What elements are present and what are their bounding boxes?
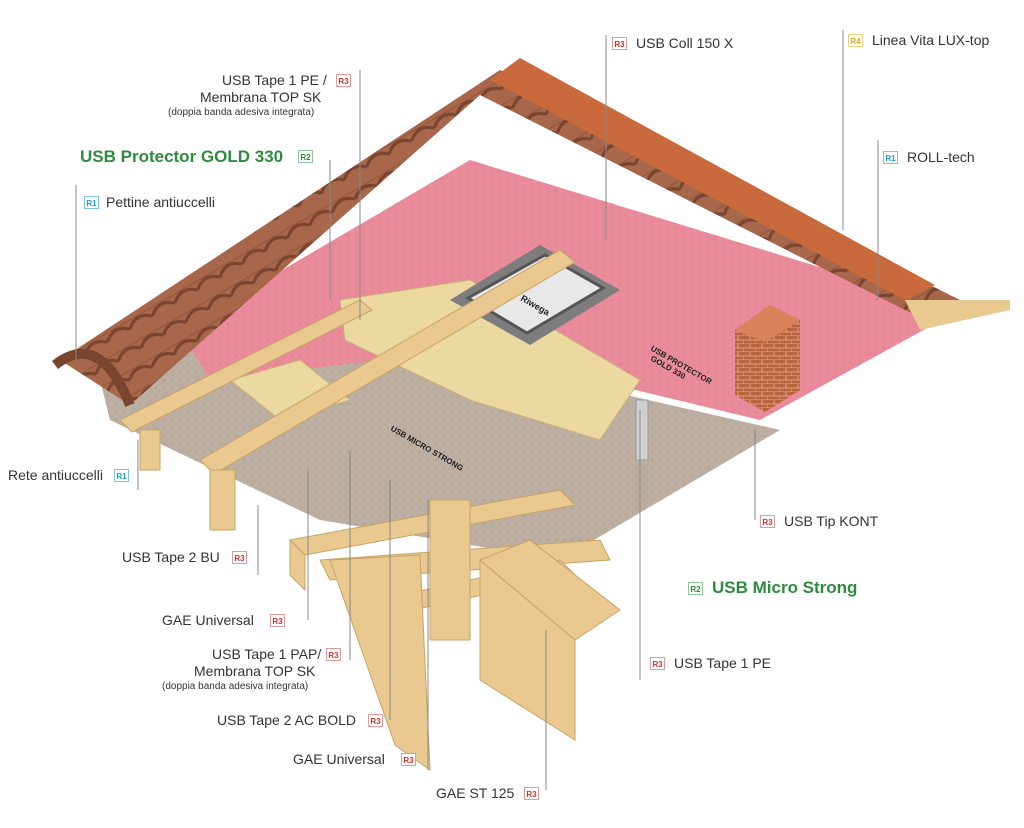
label-usb-tip-kont: USB Tip KONT — [784, 513, 879, 529]
label-gae-universal-1: GAE Universal — [162, 612, 254, 628]
label-usb-tape1-pe-top-2: Membrana TOP SK — [200, 89, 322, 105]
badge-r2: R2 — [298, 150, 313, 163]
label-gae-universal-2: GAE Universal — [293, 751, 385, 767]
insulation-block — [339, 279, 641, 441]
label-usb-tape1-pap-1: USB Tape 1 PAP/ — [212, 646, 322, 662]
badge-r3: R3 — [232, 551, 247, 564]
label-usb-tape2-ac: USB Tape 2 AC BOLD — [217, 712, 357, 728]
badge-r2: R2 — [688, 582, 703, 595]
leader-lines — [75, 30, 879, 790]
eave-board — [905, 300, 1010, 330]
badge-r3: R3 — [401, 753, 416, 766]
skylight — [464, 253, 606, 335]
label-usb-coll: USB Coll 150 X — [636, 35, 734, 51]
ridge-tiles — [490, 58, 935, 300]
badge-r3: R3 — [650, 657, 665, 670]
chimney-top — [735, 305, 800, 342]
label-gae-st: GAE ST 125 — [436, 785, 515, 801]
timber-beams — [119, 249, 621, 772]
label-usb-tape2-bu: USB Tape 2 BU — [122, 549, 220, 565]
badge-r3: R3 — [336, 74, 351, 87]
badge-r1: R1 — [84, 196, 99, 209]
badge-r3: R3 — [760, 515, 775, 528]
badge-r3: R3 — [326, 648, 341, 661]
badge-r3: R3 — [612, 37, 627, 50]
label-usb-tape1-pe: USB Tape 1 PE — [674, 655, 772, 671]
label-usb-tape1-pe-top-1: USB Tape 1 PE / — [222, 72, 327, 88]
label-rete: Rete antiuccelli — [8, 467, 103, 483]
label-usb-micro-strong: USB Micro Strong — [712, 578, 858, 597]
label-pettine: Pettine antiuccelli — [106, 194, 215, 210]
roof-tiles — [60, 70, 960, 405]
badge-r1: R1 — [114, 469, 129, 482]
label-doppia-banda-2: (doppia banda adesiva integrata) — [162, 681, 309, 692]
label-usb-tape1-pap-2: Membrana TOP SK — [194, 663, 316, 679]
badge-r1: R1 — [883, 151, 898, 164]
label-roll-tech: ROLL-tech — [907, 149, 975, 165]
gutter — [51, 349, 135, 407]
badge-r3: R3 — [524, 787, 539, 800]
vent-pipe — [635, 399, 649, 461]
badge-r3: R3 — [270, 614, 285, 627]
label-doppia-banda-1: (doppia banda adesiva integrata) — [168, 107, 315, 118]
label-usb-protector: USB Protector GOLD 330 — [80, 147, 284, 166]
badge-r3: R3 — [368, 714, 383, 727]
label-linea-vita: Linea Vita LUX-top — [872, 32, 990, 48]
badge-r4: R4 — [848, 34, 863, 47]
